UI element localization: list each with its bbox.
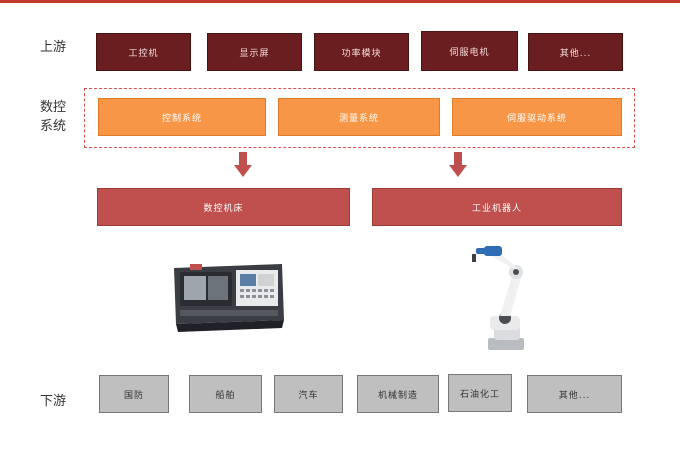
- downstream-box-automotive: 汽车: [274, 375, 343, 413]
- downstream-box-shipbuilding: 船舶: [189, 375, 262, 413]
- nc-system-label-line1: 数控: [40, 98, 66, 117]
- downstream-box-other: 其他...: [527, 375, 622, 413]
- downstream-box-petrochemical: 石油化工: [448, 374, 512, 412]
- upstream-label: 上游: [40, 38, 66, 57]
- down-arrow-icon: [234, 152, 252, 178]
- upstream-box-display: 显示屏: [207, 33, 302, 71]
- upstream-box-ipc: 工控机: [96, 33, 191, 71]
- top-accent-bar: [0, 0, 680, 3]
- nc-box-measurement-system: 测量系统: [278, 98, 440, 136]
- industrial-robot-image: [466, 240, 536, 354]
- down-arrow-icon: [449, 152, 467, 178]
- nc-box-control-system: 控制系统: [98, 98, 266, 136]
- nc-box-servo-drive-system: 伺服驱动系统: [452, 98, 622, 136]
- downstream-label: 下游: [40, 392, 66, 411]
- nc-system-label: 数控 系统: [40, 98, 66, 136]
- cnc-machine-image: [166, 262, 288, 334]
- upstream-box-servo-motor: 伺服电机: [421, 31, 518, 71]
- midstream-box-cnc-machine-tool: 数控机床: [97, 188, 350, 226]
- midstream-box-industrial-robot: 工业机器人: [372, 188, 622, 226]
- downstream-box-defense: 国防: [99, 375, 169, 413]
- downstream-box-machinery: 机械制造: [357, 375, 439, 413]
- nc-system-label-line2: 系统: [40, 117, 66, 136]
- upstream-box-power-module: 功率模块: [314, 33, 409, 71]
- upstream-box-other: 其他...: [528, 33, 623, 71]
